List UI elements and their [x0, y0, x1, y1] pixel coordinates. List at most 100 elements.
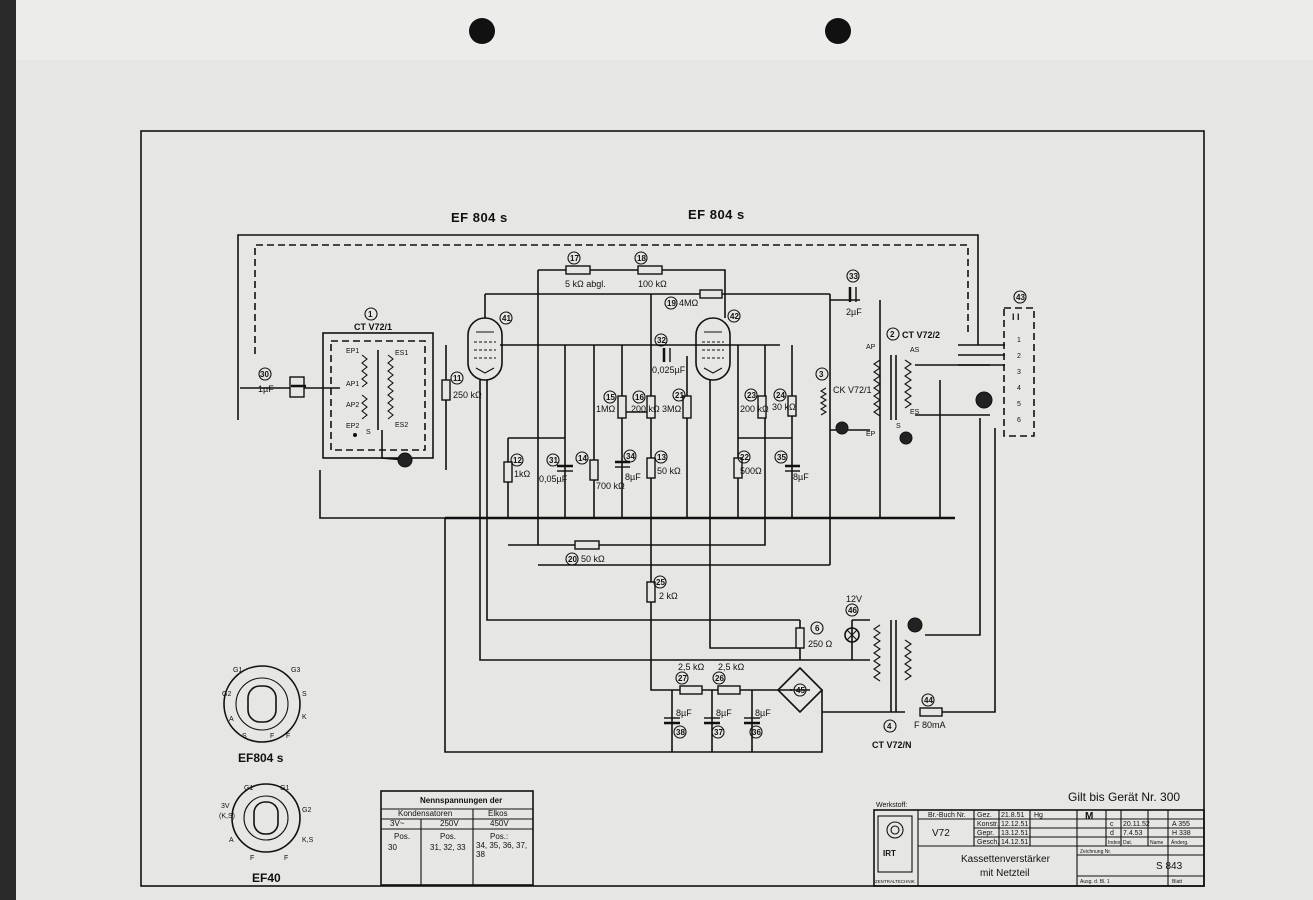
svg-text:G2: G2 — [302, 807, 311, 814]
badge-1 — [364, 307, 378, 321]
svg-text:1MΩ: 1MΩ — [596, 404, 616, 414]
svg-text:d: d — [1110, 830, 1114, 837]
svg-text:24: 24 — [776, 391, 785, 400]
svg-text:50 kΩ: 50 kΩ — [581, 554, 605, 564]
svg-text:25: 25 — [656, 578, 665, 587]
resistor-24: 24 30 kΩ — [772, 388, 797, 417]
svg-text:1: 1 — [1017, 337, 1021, 344]
svg-text:19: 19 — [667, 299, 676, 308]
svg-text:A: A — [229, 716, 234, 723]
drawing-title-1: Kassettenverstärker — [961, 854, 1051, 865]
tube-label-right: EF 804 s — [688, 207, 745, 222]
title-block: Werkstoff: IRT ZENTRALTECHNIK Br.-Buch N… — [873, 802, 1205, 887]
tube-41: 41 — [467, 311, 513, 381]
svg-text:50 kΩ: 50 kΩ — [657, 466, 681, 476]
svg-text:30: 30 — [388, 843, 397, 852]
capacitor-37: 8µF 37 — [704, 708, 732, 739]
tube-label-left: EF 804 s — [451, 210, 508, 225]
ef40-caption: EF40 — [252, 871, 281, 885]
svg-text:F: F — [286, 733, 290, 740]
svg-text:Änderg.: Änderg. — [1171, 839, 1189, 846]
resistor-6: 6 250 Ω — [795, 621, 833, 649]
capacitor-36: 8µF 36 — [744, 708, 771, 739]
svg-text:11: 11 — [453, 374, 462, 383]
svg-text:450V: 450V — [490, 819, 509, 828]
svg-text:8µF: 8µF — [755, 708, 771, 718]
svg-text:F: F — [270, 733, 274, 740]
svg-text:42: 42 — [730, 312, 739, 321]
svg-text:33: 33 — [849, 272, 858, 281]
svg-text:Name: Name — [1150, 840, 1164, 846]
svg-text:2: 2 — [890, 330, 895, 339]
tube-42: 42 — [695, 309, 741, 381]
svg-text:S: S — [242, 733, 247, 740]
svg-text:CT V72/2: CT V72/2 — [902, 330, 940, 340]
svg-text:Nennspannungen der: Nennspannungen der — [420, 796, 502, 805]
capacitor-33: 33 2µF — [846, 269, 862, 317]
svg-text:15: 15 — [606, 393, 615, 402]
svg-text:20: 20 — [568, 555, 577, 564]
svg-text:Br.-Buch Nr.: Br.-Buch Nr. — [928, 812, 966, 819]
svg-text:Pos.:: Pos.: — [490, 832, 508, 841]
svg-text:31: 31 — [549, 456, 558, 465]
svg-text:6: 6 — [1017, 417, 1021, 424]
svg-text:100 kΩ: 100 kΩ — [638, 279, 667, 289]
svg-text:Pos.: Pos. — [440, 832, 456, 841]
svg-text:200 kΩ: 200 kΩ — [631, 404, 660, 414]
svg-text:AP: AP — [866, 344, 876, 351]
svg-text:31, 32, 33: 31, 32, 33 — [430, 843, 466, 852]
svg-text:Elkos: Elkos — [488, 809, 508, 818]
svg-text:2,5 kΩ: 2,5 kΩ — [718, 662, 745, 672]
svg-text:8µF: 8µF — [716, 708, 732, 718]
validity-note: Gilt bis Gerät Nr. 300 — [1068, 790, 1180, 804]
resistor-19: 19 4MΩ — [664, 289, 723, 310]
resistor-27: 27 2,5 kΩ — [675, 662, 705, 695]
ef804-caption: EF804 s — [238, 751, 284, 765]
svg-text:S: S — [302, 691, 307, 698]
svg-text:Zeichnung Nr.: Zeichnung Nr. — [1080, 849, 1111, 855]
svg-text:c: c — [1110, 821, 1114, 828]
svg-text:3: 3 — [1017, 369, 1021, 376]
svg-text:30: 30 — [260, 370, 269, 379]
svg-text:35: 35 — [777, 453, 786, 462]
capacitor-35: 35 8µF — [774, 450, 809, 482]
svg-text:250V: 250V — [440, 819, 459, 828]
logo-text: IRT — [883, 849, 896, 858]
model-code: V72 — [932, 828, 950, 839]
svg-text:0,025µF: 0,025µF — [652, 365, 686, 375]
svg-text:G1: G1 — [233, 667, 242, 674]
svg-text:5: 5 — [1017, 401, 1021, 408]
lamp-46: 12V 46 — [844, 594, 862, 643]
svg-text:18: 18 — [637, 254, 646, 263]
capacitor-32: 32 0,025µF — [652, 333, 686, 375]
fuse-44: 44 F 80mA — [914, 693, 946, 730]
capacitor-30: 30 1µF — [240, 367, 340, 398]
resistor-14: 14 700 kΩ — [575, 451, 625, 491]
svg-text:(K,S): (K,S) — [219, 813, 235, 820]
input-transformer-name: CT V72/1 — [354, 322, 392, 332]
drawing-title-2: mit Netzteil — [980, 868, 1029, 879]
svg-text:EP1: EP1 — [346, 348, 359, 355]
svg-text:CK V72/1: CK V72/1 — [833, 385, 872, 395]
svg-text:4: 4 — [887, 722, 892, 731]
choke-3: 3 CK V72/1 — [815, 367, 872, 435]
svg-text:45: 45 — [796, 686, 805, 695]
output-transformer: 2 CT V72/2 AP EP AS ES S — [866, 327, 940, 445]
svg-text:38: 38 — [676, 728, 685, 737]
capacitor-38: 8µF 38 — [664, 708, 692, 739]
capacitor-34: 34 8µF — [615, 449, 641, 482]
punch-hole-right — [825, 18, 851, 44]
svg-text:G1: G1 — [244, 785, 253, 792]
svg-text:12: 12 — [513, 456, 522, 465]
pinout-ef804: G1 G3 G2 S K F F S A EF804 s — [222, 665, 307, 765]
svg-text:S: S — [366, 429, 371, 436]
resistor-21: 21 3MΩ — [662, 388, 692, 419]
svg-text:20.11.52: 20.11.52 — [1123, 821, 1150, 828]
svg-text:27: 27 — [678, 674, 687, 683]
svg-text:2µF: 2µF — [846, 307, 862, 317]
svg-text:43: 43 — [1016, 293, 1025, 302]
input-transformer: 1 CT V72/1 EP1 AP1 AP2 EP2 ES1 ES2 S — [322, 307, 434, 468]
svg-text:K: K — [302, 714, 307, 721]
capacitor-31: 31 0,05µF — [539, 453, 573, 484]
